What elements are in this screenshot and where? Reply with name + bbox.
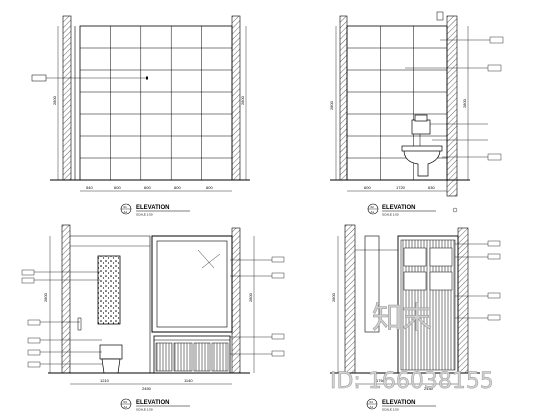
height-dimension-right: 2800 — [240, 95, 245, 105]
width-dim-1: 1210 — [100, 378, 110, 383]
view-bubble-sheet: A1 — [370, 405, 374, 409]
watermark-logo-text: 知末 — [372, 301, 432, 336]
wall-hatch-right — [446, 15, 458, 197]
height-dimension-left: 2800 — [329, 100, 334, 110]
wall-hatch-left — [344, 224, 356, 374]
view-scale: SCALE 1:50 — [382, 408, 399, 412]
wall-hatch-left — [61, 224, 71, 374]
mirror-glass — [156, 240, 228, 328]
tile-field — [79, 25, 233, 181]
artwork-panel — [97, 255, 121, 325]
view-bubble-sheet: A1 — [371, 210, 375, 214]
elevation-view-2: 2800 2800 600 1720 630 02 A1 ELEVATION S… — [329, 11, 504, 217]
width-dim-1: 1760 — [376, 378, 386, 383]
wall-hatch-right — [457, 227, 469, 374]
width-dim-4: 600 — [174, 185, 181, 190]
wall-hatch-right — [231, 15, 241, 181]
view-bubble-number: 01 — [124, 205, 128, 209]
view-scale: SCALE 1:50 — [136, 213, 153, 217]
view-title: ELEVATION — [382, 400, 415, 406]
view-scale: SCALE 1:50 — [382, 213, 399, 217]
width-dim-1: 600 — [364, 185, 371, 190]
wall-hatch-left — [62, 15, 72, 181]
width-dim-2: 2430 — [424, 386, 434, 391]
height-dimension-left: 2800 — [331, 292, 336, 302]
callout-leaders — [455, 240, 501, 321]
width-dim-2: 1720 — [396, 185, 406, 190]
height-dimension-left: 2800 — [52, 95, 57, 105]
width-dimension-chain: 540 600 600 600 600 — [86, 185, 213, 190]
width-dim-2: 1140 — [184, 378, 193, 383]
view-bubble-sheet: A1 — [124, 405, 128, 409]
view-title: ELEVATION — [382, 205, 415, 211]
view-bubble-sheet: A1 — [124, 210, 128, 214]
tile-grid — [347, 26, 447, 180]
view-bubble-number: 03 — [124, 400, 128, 404]
view-title: ELEVATION — [136, 205, 169, 211]
mirror-frame — [151, 235, 233, 333]
height-dimension-right: 2800 — [462, 98, 467, 108]
width-dim-5: 600 — [206, 185, 213, 190]
height-dimension-right: 2800 — [248, 292, 253, 302]
height-dimension-left: 2800 — [43, 292, 48, 302]
wall-hatch-left — [339, 15, 348, 181]
view-bubble-number: 02 — [371, 205, 375, 209]
width-dim-2: 600 — [114, 185, 121, 190]
toilet-fixture — [401, 114, 443, 177]
elevation-view-1: 2800 2800 540 600 600 600 600 01 A1 ELEV… — [31, 15, 250, 217]
wall-hatch-right — [231, 227, 241, 374]
width-dim-3: 2450 — [142, 386, 152, 391]
tile-grid — [80, 26, 232, 180]
elevation-view-4: 2800 1760 2430 04 A1 ELEVATION SCALE 1:5… — [330, 224, 501, 412]
width-dim-1: 540 — [86, 185, 93, 190]
width-dim-3: 630 — [428, 185, 435, 190]
view-bubble-number: 04 — [370, 400, 374, 404]
watermark-id-text: ID: 166038155 — [330, 369, 494, 394]
material-callout-tag — [31, 74, 47, 82]
width-dimension-chain: 600 1720 630 — [364, 185, 435, 190]
width-dimension-chain: 1760 2430 — [376, 378, 434, 391]
callout-leaders — [405, 36, 504, 161]
watermark: 知末 ID: 166038155 — [330, 301, 494, 395]
elevation-view-3: 2800 2800 1210 1140 2450 03 A1 ELEVATION… — [21, 224, 285, 412]
view-title: ELEVATION — [136, 400, 169, 406]
width-dimension-chain: 1210 1140 2450 — [100, 378, 193, 391]
callout-leaders — [21, 269, 102, 368]
width-dim-3: 600 — [144, 185, 151, 190]
toilet-fixture — [99, 344, 123, 374]
view-scale: SCALE 1:50 — [136, 408, 153, 412]
